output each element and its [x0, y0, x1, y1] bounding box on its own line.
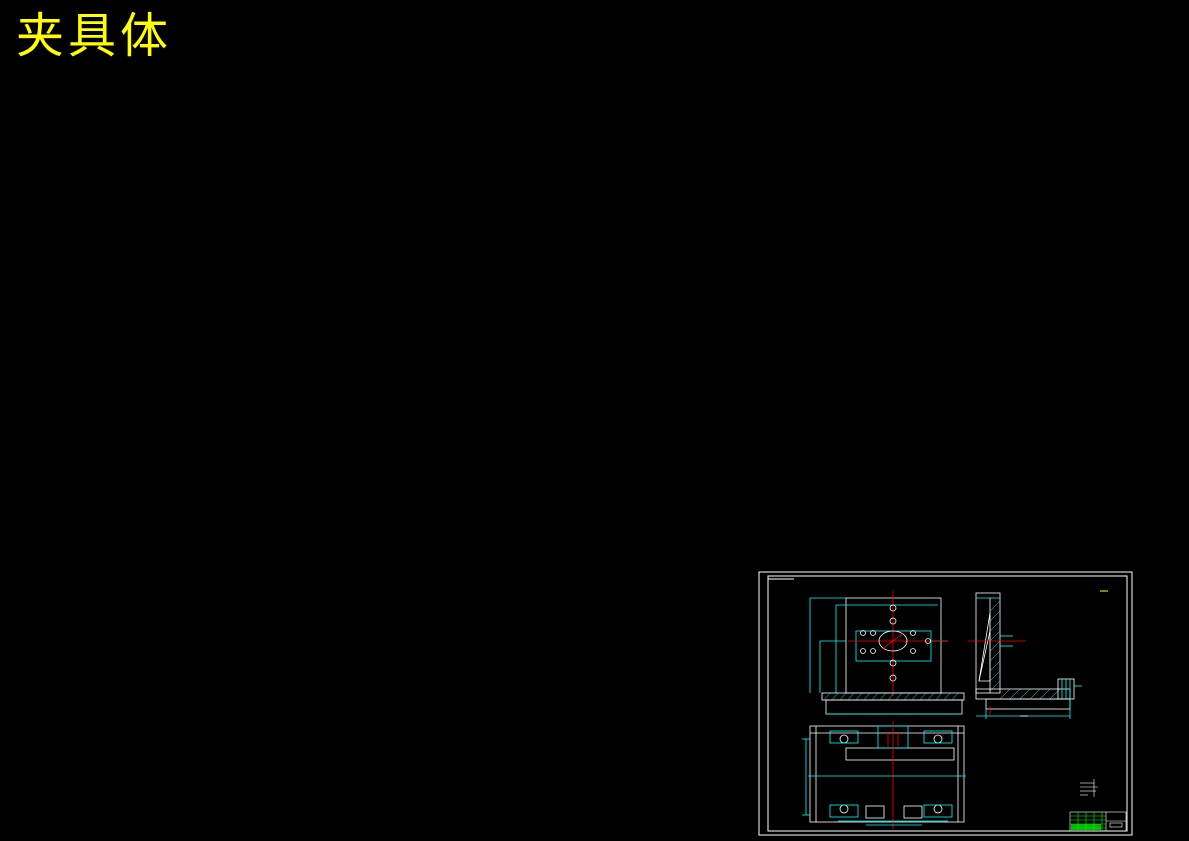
sheet-inner-frame [767, 575, 1128, 832]
title-block [1069, 811, 1127, 832]
top-view [802, 721, 966, 829]
page-title: 夹具体 [16, 8, 173, 64]
front-view [809, 591, 965, 715]
side-view [968, 592, 1082, 719]
technical-notes [1080, 779, 1098, 797]
cad-drawing-icon [758, 571, 1133, 836]
sheet-outer-frame [758, 571, 1133, 836]
drawing-sheet [758, 571, 1133, 836]
